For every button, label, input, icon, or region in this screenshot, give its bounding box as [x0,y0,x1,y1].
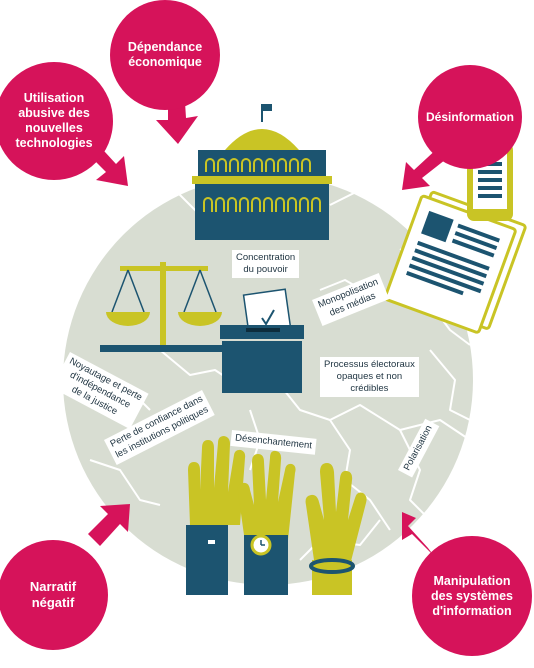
ballot-box-icon [220,288,304,393]
threat-technology-misuse: Utilisation abusive des nouvelles techno… [0,62,113,180]
label-concentration-line-2: du pouvoir [243,263,288,275]
threat-economic-line-1: Dépendance [127,40,203,54]
label-concentration-line-1: Concentration [236,252,296,263]
label-electoral-line-1: Processus électoraux [324,359,415,370]
threat-economic-line-2: économique [128,55,202,69]
threat-economic-dependency: Dépendance économique [110,0,220,110]
threat-disinformation-line-1: Désinformation [425,109,514,124]
label-power-concentration: Concentration du pouvoir [232,250,300,278]
threat-narrative-line-1: Narratif [29,579,77,595]
threat-manipulation-line-1: Manipulation [433,573,511,588]
threat-technology-line-4: technologies [15,136,93,150]
raised-hands-icon [186,436,367,595]
threat-technology-line-3: nouvelles [25,121,83,135]
label-electoral-process: Processus électoraux opaques et non créd… [320,357,419,397]
label-electoral-line-2: opaques et non [336,370,403,382]
threat-disinformation: Désinformation [418,65,522,169]
capitol-icon [192,104,332,240]
threat-narrative-line-2: négatif [31,595,75,610]
threat-technology-line-2: abusive des [18,106,90,120]
newspaper-icon [383,190,527,334]
threat-negative-narrative: Narratif négatif [0,540,108,650]
threat-technology-line-1: Utilisation [23,91,85,105]
scales-icon [100,262,240,352]
label-electoral-line-3: crédibles [350,382,389,394]
threat-manipulation-line-2: des systèmes [430,588,513,603]
threat-information-manipulation: Manipulation des systèmes d'information [412,536,532,656]
threat-manipulation-line-3: d'information [432,603,512,618]
